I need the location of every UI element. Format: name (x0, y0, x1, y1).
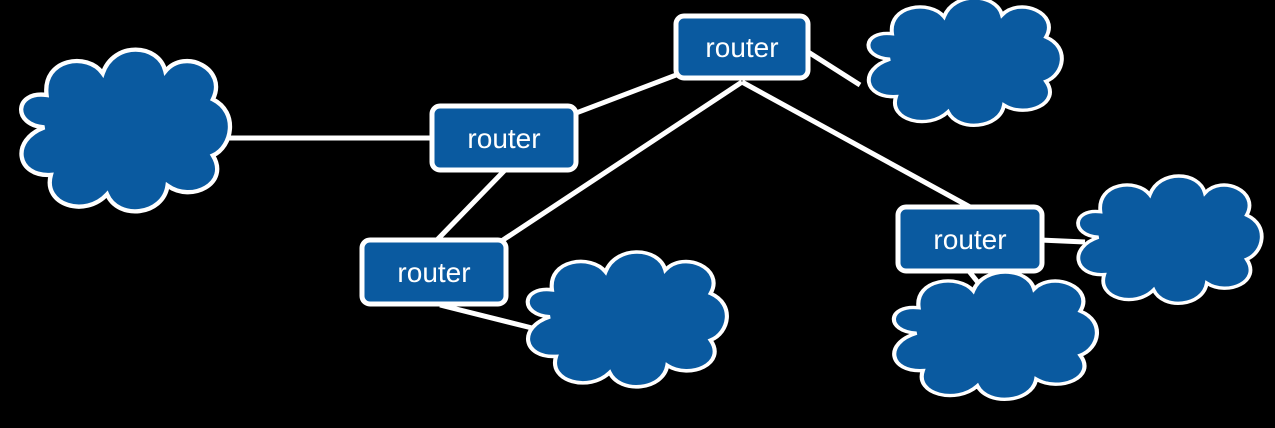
router-label: router (397, 257, 470, 288)
router-node-low[interactable]: router (359, 237, 509, 307)
cloud-icon (866, 0, 1064, 128)
router-node-mid[interactable]: router (429, 103, 579, 173)
router-label: router (933, 224, 1006, 255)
cloud-icon (528, 252, 727, 387)
routers-layer: router router router router (359, 13, 1045, 307)
cloud-icon (894, 272, 1097, 399)
router-node-right[interactable]: router (895, 204, 1045, 274)
link-rtop-rright (740, 79, 972, 210)
link-rlow-cbottommid (439, 302, 541, 333)
cloud-icon (21, 50, 230, 212)
router-node-top[interactable]: router (673, 13, 811, 81)
link-rtop-ctopright (803, 47, 862, 88)
cloud-icon (1076, 174, 1264, 306)
link-rmid-rlow (433, 168, 507, 244)
router-label: router (705, 32, 778, 63)
router-label: router (467, 123, 540, 154)
link-rright-cright (1039, 237, 1086, 245)
link-rtop-rlow (498, 79, 744, 245)
